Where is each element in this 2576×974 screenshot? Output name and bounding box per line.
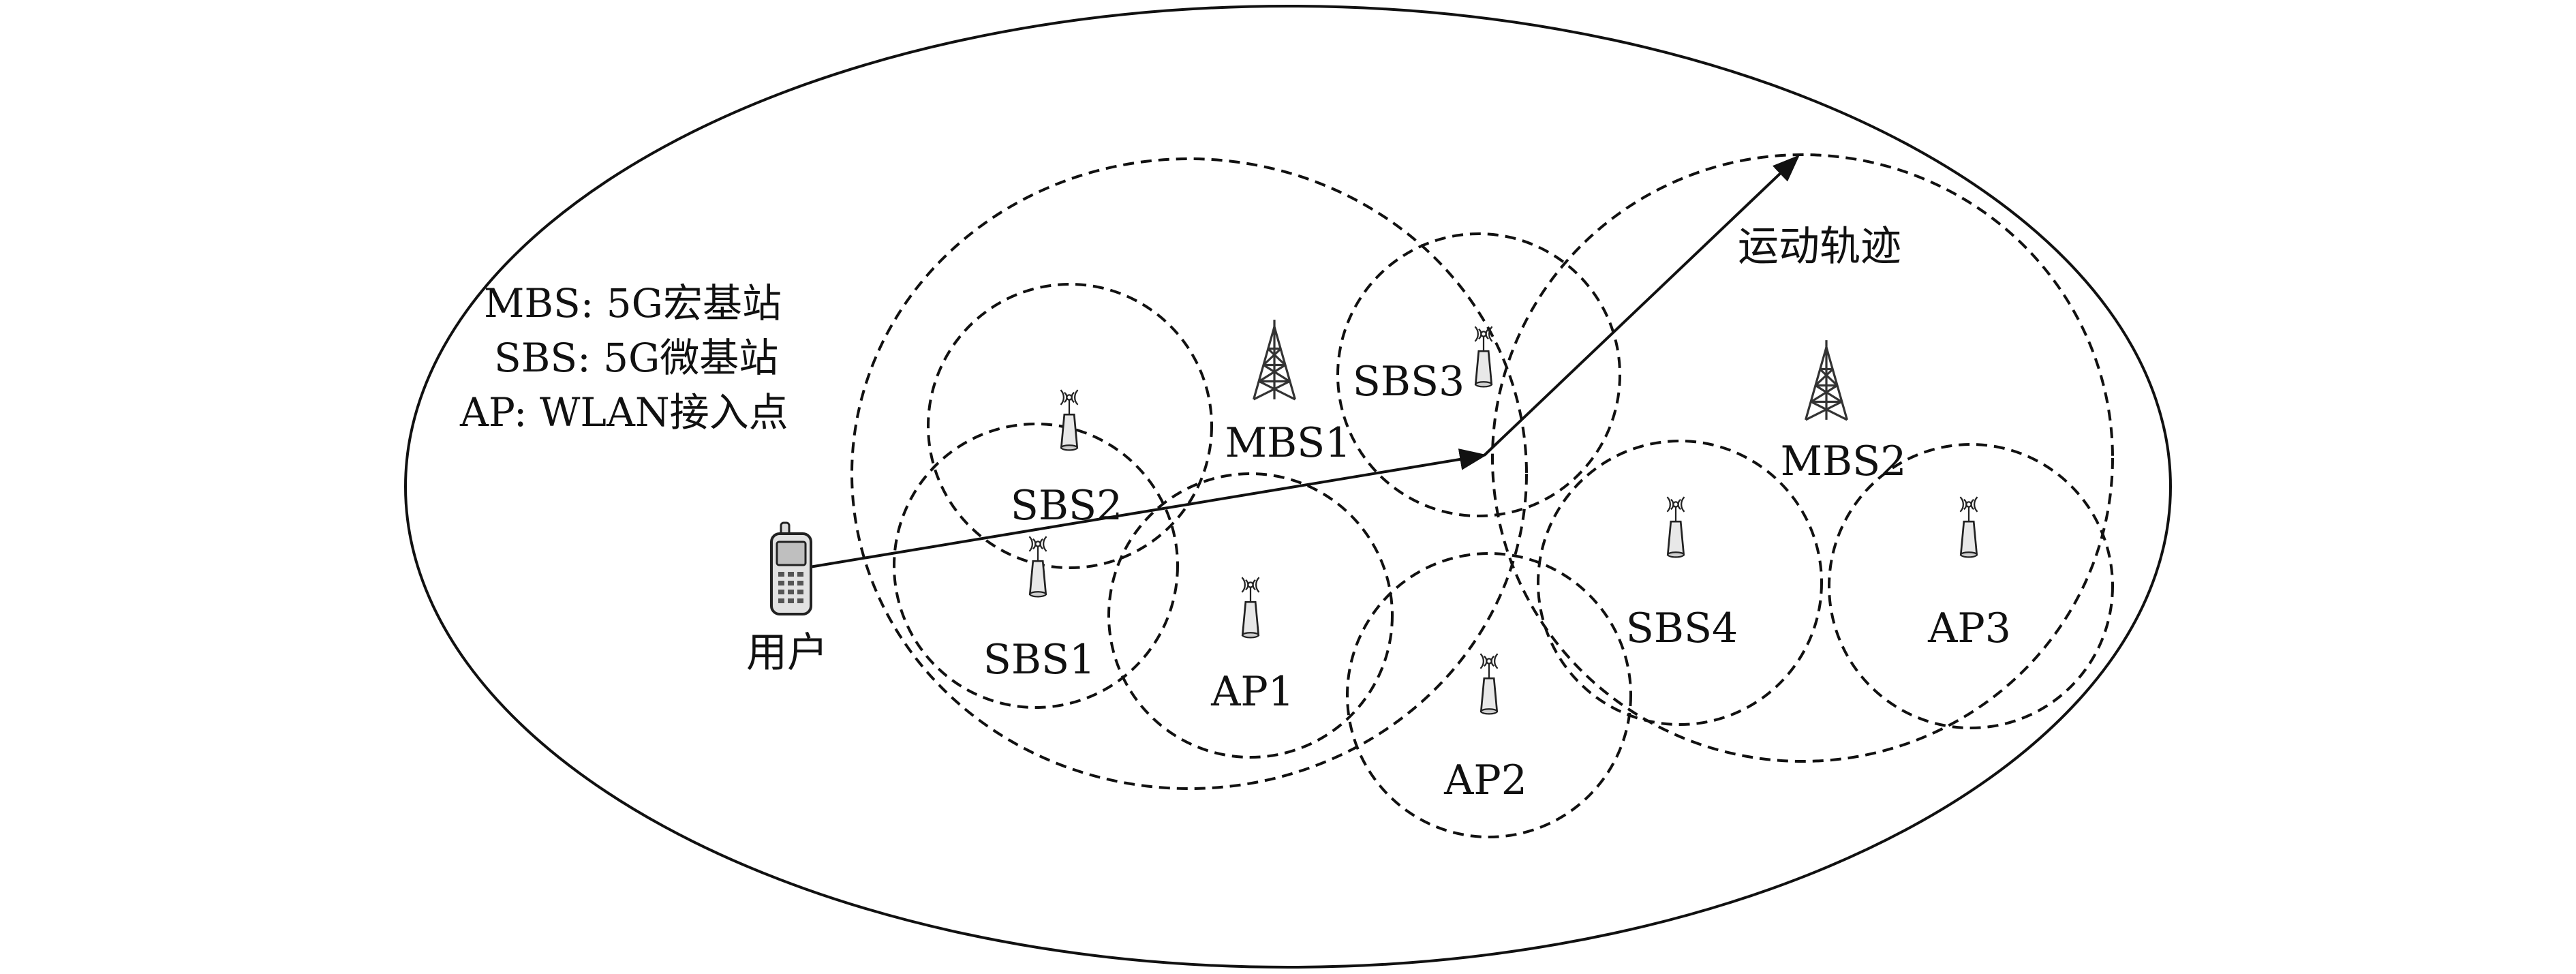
legend: MBS: 5G宏基站 SBS: 5G微基站 AP: WLAN接入点 [459,280,788,436]
small-cell-antenna-icon [1666,496,1685,558]
sbs3-label: SBS3 [1353,358,1465,406]
small-cell-antenna-icon [1028,535,1047,598]
sbs1-label: SBS1 [983,636,1095,684]
access-point-antenna-icon [1241,576,1260,639]
access-point-antenna-icon [1959,496,1978,558]
ap2-coverage [1346,552,1632,838]
ap1-coverage [1107,472,1394,759]
network-boundary [404,5,2172,969]
legend-mbs: MBS: 5G宏基站 [484,280,782,326]
user-label: 用户 [746,629,828,677]
sbs1-coverage [893,423,1179,709]
coverage-areas [850,153,2114,838]
ap3-label: AP3 [1927,605,2011,652]
sbs4-label: SBS4 [1626,605,1738,652]
trajectory-segment-1 [797,448,1487,570]
sbs3-coverage [1336,232,1621,517]
sbs2-label: SBS2 [1011,482,1122,530]
ap1-label: AP1 [1210,668,1294,716]
small-cell-antenna-icon [1474,325,1493,388]
legend-ap: AP: WLAN接入点 [459,389,788,436]
trajectory-segment-2 [1483,155,1800,457]
access-point-antenna-icon [1479,652,1499,715]
legend-sbs: SBS: 5G微基站 [494,335,778,381]
mbs2-coverage [1491,153,2114,763]
mbs2-label: MBS2 [1781,438,1907,485]
ap2-label: AP2 [1443,757,1527,804]
mobile-phone-icon [770,521,812,615]
mbs1-label: MBS1 [1225,419,1351,467]
sbs2-coverage [927,283,1213,569]
cell-tower-icon [1804,339,1849,421]
mbs1-coverage [850,157,1528,790]
small-cell-antenna-icon [1060,389,1079,451]
ap3-coverage [1828,443,2114,729]
cell-tower-icon [1252,318,1297,401]
trajectory-label: 运动轨迹 [1738,223,1901,271]
movement-trajectory [797,155,1800,570]
sbs4-coverage [1537,440,1823,726]
